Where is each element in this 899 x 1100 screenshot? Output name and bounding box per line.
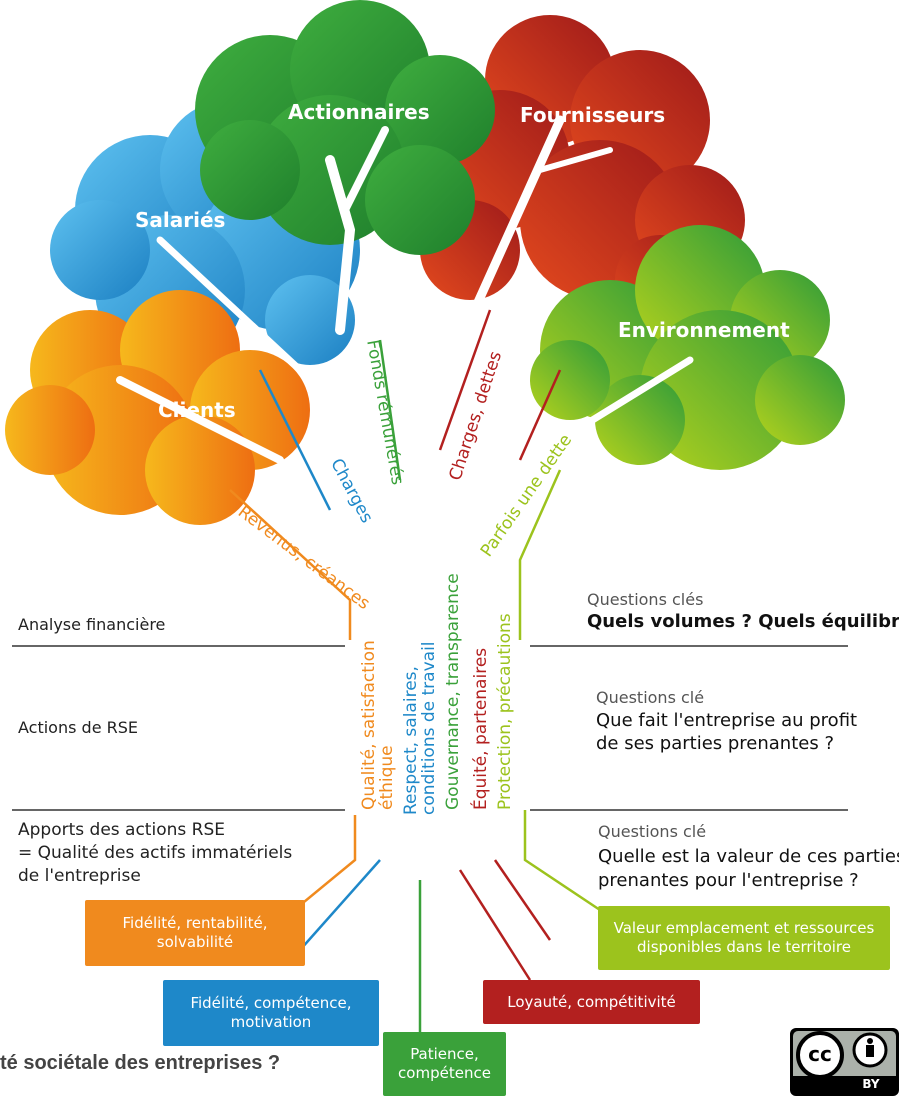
root-box-red: Loyauté, compétitivité [483, 980, 700, 1024]
root-green-line-1: Patience, [410, 1045, 479, 1064]
cloud-label-fournisseurs: Fournisseurs [520, 103, 666, 127]
question-3-heading: Questions clé [598, 822, 707, 841]
cc-mark-text: cc [808, 1042, 832, 1066]
cloud-label-environnement: Environnement [618, 318, 790, 342]
root-orange-line-2: solvabilité [156, 933, 234, 951]
root-box-blue: Fidélité, compétence,motivation [163, 980, 379, 1046]
root-orange-line-1: Fidélité, rentabilité, [122, 914, 268, 933]
root-blue-line-1: Fidélité, compétence, [190, 994, 352, 1013]
trunk-respect-1: Respect, salaires, [401, 666, 421, 815]
trunk-respect-2: conditions de travail [419, 641, 439, 815]
label-apports-2: = Qualité des actifs immatériels [18, 843, 293, 863]
label-apports-1: Apports des actions RSE [18, 820, 225, 840]
footer-caption: té sociétale des entreprises ? [0, 1052, 281, 1074]
root-red-line: Loyauté, compétitivité [507, 992, 676, 1011]
question-1-text: Quels volumes ? Quels équilibres ? [587, 611, 899, 632]
cc-logo-icon [796, 1031, 844, 1079]
question-2-text-1: Que fait l'entreprise au profit [596, 710, 858, 731]
divider-rules [12, 645, 848, 811]
root-lines [269, 810, 601, 1040]
root-lime-line-2: disponibles dans le territoire [637, 938, 851, 956]
root-box-green: Patience,compétence [383, 1032, 506, 1096]
branch-lines [229, 309, 562, 640]
trunk-equite: Équité, partenaires [471, 647, 491, 810]
cc-by-badge: cc BY [790, 1028, 899, 1096]
question-1-heading: Questions clés [587, 590, 704, 609]
cloud-actionnaires [195, 0, 495, 255]
question-3-text-1: Quelle est la valeur de ces parties [598, 846, 899, 867]
trunk-protection: Protection, précautions [495, 613, 515, 810]
question-2-text-2: de ses parties prenantes ? [596, 733, 834, 754]
question-3-text-2: prenantes pour l'entreprise ? [598, 870, 859, 891]
trunk-qualite-2: éthique [377, 745, 397, 810]
cloud-label-actionnaires: Actionnaires [288, 100, 430, 124]
root-lime-line-1: Valeur emplacement et ressources [613, 919, 875, 938]
cloud-label-clients: Clients [158, 398, 236, 422]
question-2-heading: Questions clé [596, 688, 705, 707]
label-actions-rse: Actions de RSE [18, 718, 138, 737]
label-apports-3: de l'entreprise [18, 866, 141, 886]
trunk-qualite-1: Qualité, satisfaction [359, 640, 379, 810]
cloud-environnement [530, 225, 845, 470]
root-green-line-2: compétence [398, 1064, 491, 1082]
white-branches [116, 115, 694, 464]
label-analyse-financiere: Analyse financière [18, 615, 166, 634]
root-box-orange: Fidélité, rentabilité,solvabilité [85, 900, 305, 966]
root-blue-line-2: motivation [230, 1013, 312, 1031]
cc-by-text: BY [862, 1077, 880, 1091]
cloud-label-salaries: Salariés [135, 208, 226, 232]
trunk-gouvernance: Gouvernance, transparence [443, 573, 463, 810]
